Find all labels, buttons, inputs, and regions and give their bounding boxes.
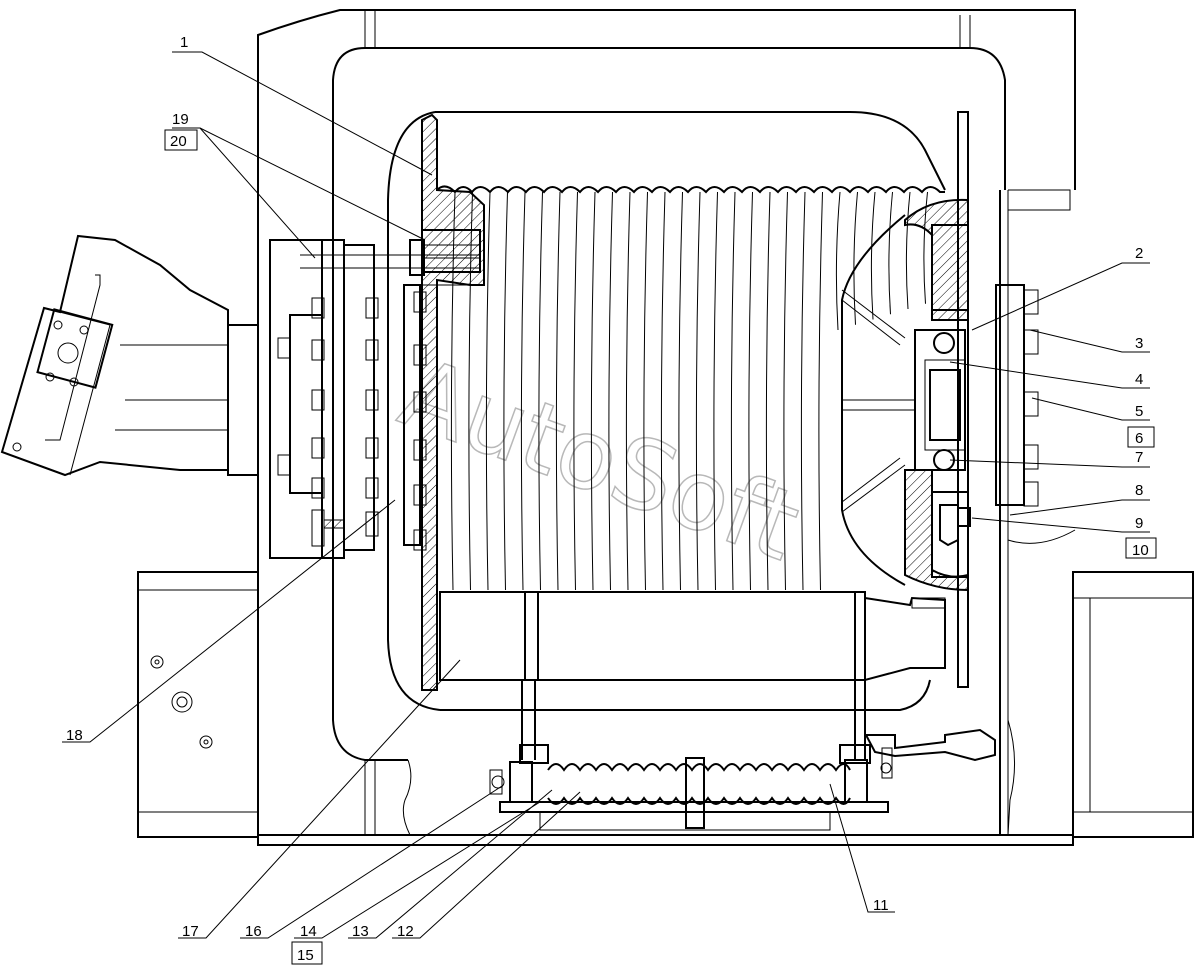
callout-8: 8 [1135,482,1143,499]
winch-housing [257,9,1076,836]
drum-left-flange [421,113,485,691]
rope-groove-8 [590,191,596,591]
rope-groove-6 [555,191,561,591]
callout-1: 1 [180,34,188,51]
rope-groove-13 [678,191,683,591]
rope-groove-15 [713,191,718,591]
callout-5: 5 [1135,403,1143,420]
roller-spring-assembly [489,680,996,831]
callout-16: 16 [245,923,262,940]
rope-groove-1 [468,191,473,591]
rope-groove-0 [450,191,456,591]
rope-groove-16 [730,191,736,591]
callout-15-box [291,941,323,965]
rope-drum [436,185,945,591]
rope-groove-26 [905,191,911,310]
rope-groove-10 [625,191,631,591]
callout-20-box [164,129,198,151]
rope-groove-3 [503,191,508,591]
rope-groove-11 [643,191,648,591]
rope-groove-23 [853,191,858,325]
callout-10: 10 [1132,542,1149,559]
rope-groove-24 [870,191,876,320]
motor-flange [269,239,484,559]
leader-lines [62,51,1150,939]
callout-7: 7 [1135,449,1143,466]
rope-groove-25 [888,191,893,315]
drum-cavity [387,111,946,711]
callout-19: 19 [172,111,189,128]
callout-10-box [1125,537,1157,559]
right-side-bolts [995,284,1039,507]
callout-6-box [1127,426,1155,448]
hydraulic-motor [0,234,259,477]
rope-groove-12 [660,191,666,591]
callout-14: 14 [300,923,317,940]
callout-11: 11 [873,897,889,914]
callout-13: 13 [352,923,369,940]
callout-18: 18 [66,727,83,744]
rope-groove-22 [835,191,841,331]
rope-groove-9 [608,191,613,591]
callout-20: 20 [170,133,187,150]
rope-groove-7 [573,191,578,591]
drum-right-flange [904,111,969,688]
callout-3: 3 [1135,335,1143,352]
callout-12: 12 [397,923,414,940]
rope-groove-14 [695,191,701,591]
rope-groove-18 [765,191,771,591]
rope-groove-27 [923,191,928,304]
callout-17: 17 [182,923,199,940]
brake-hub [841,214,971,586]
callout-2: 2 [1135,245,1143,262]
callout-15: 15 [297,947,314,964]
rope-groove-4 [520,191,526,591]
callout-6: 6 [1135,430,1143,447]
rope-groove-21 [818,191,823,591]
callout-labels: 1 2 3 4 5 6 7 8 9 10 11 12 13 14 15 16 1… [66,34,1157,965]
rope-groove-2 [485,191,491,591]
rope-groove-17 [748,191,753,591]
rope-groove-19 [783,191,788,591]
callout-9: 9 [1135,515,1143,532]
callout-4: 4 [1135,371,1143,388]
pressure-roller [439,591,946,682]
rope-groove-5 [538,191,543,591]
rope-groove-20 [800,191,806,591]
